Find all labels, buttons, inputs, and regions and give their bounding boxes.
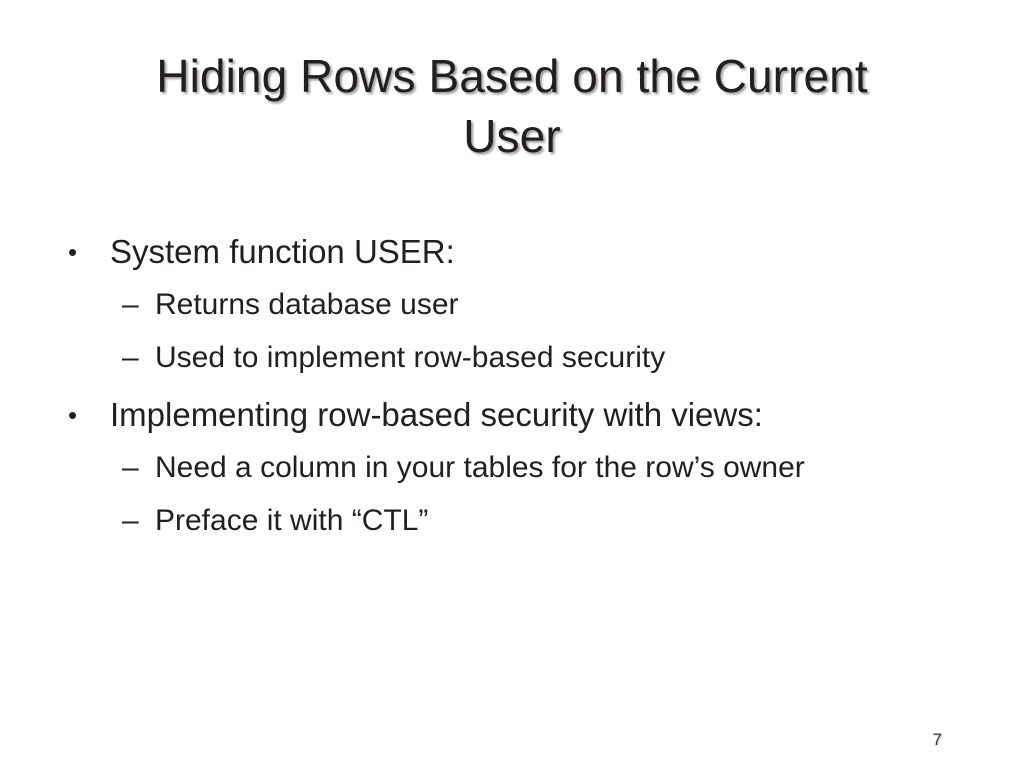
page-number: 7 [932, 730, 942, 749]
bullet-marker-dash-icon: – [122, 451, 139, 484]
bullet-item-level2: – Returns database user [60, 278, 960, 331]
bullet-marker-dash-icon: – [122, 288, 139, 321]
bullet-marker-dot-icon: • [68, 237, 78, 267]
slide-body-content: • System function USER: – Returns databa… [60, 226, 960, 547]
bullet-item-level1: • Implementing row-based security with v… [60, 389, 960, 441]
bullet-text: Implementing row-based security with vie… [110, 396, 763, 433]
bullet-text: Need a column in your tables for the row… [155, 451, 805, 484]
bullet-marker-dash-icon: – [122, 341, 139, 374]
bullet-item-level1: • System function USER: [60, 226, 960, 278]
bullet-text: System function USER: [110, 233, 455, 270]
bullet-text: Returns database user [155, 288, 459, 321]
bullet-text: Used to implement row-based security [155, 341, 666, 374]
slide-title: Hiding Rows Based on the Current User [156, 50, 868, 162]
bullet-item-level2: – Need a column in your tables for the r… [60, 441, 960, 494]
bullet-item-level2: – Preface it with “CTL” [60, 494, 960, 547]
bullet-marker-dash-icon: – [122, 504, 139, 537]
bullet-marker-dot-icon: • [68, 400, 78, 430]
bullet-item-level2: – Used to implement row-based security [60, 331, 960, 384]
bullet-text: Preface it with “CTL” [155, 504, 429, 537]
